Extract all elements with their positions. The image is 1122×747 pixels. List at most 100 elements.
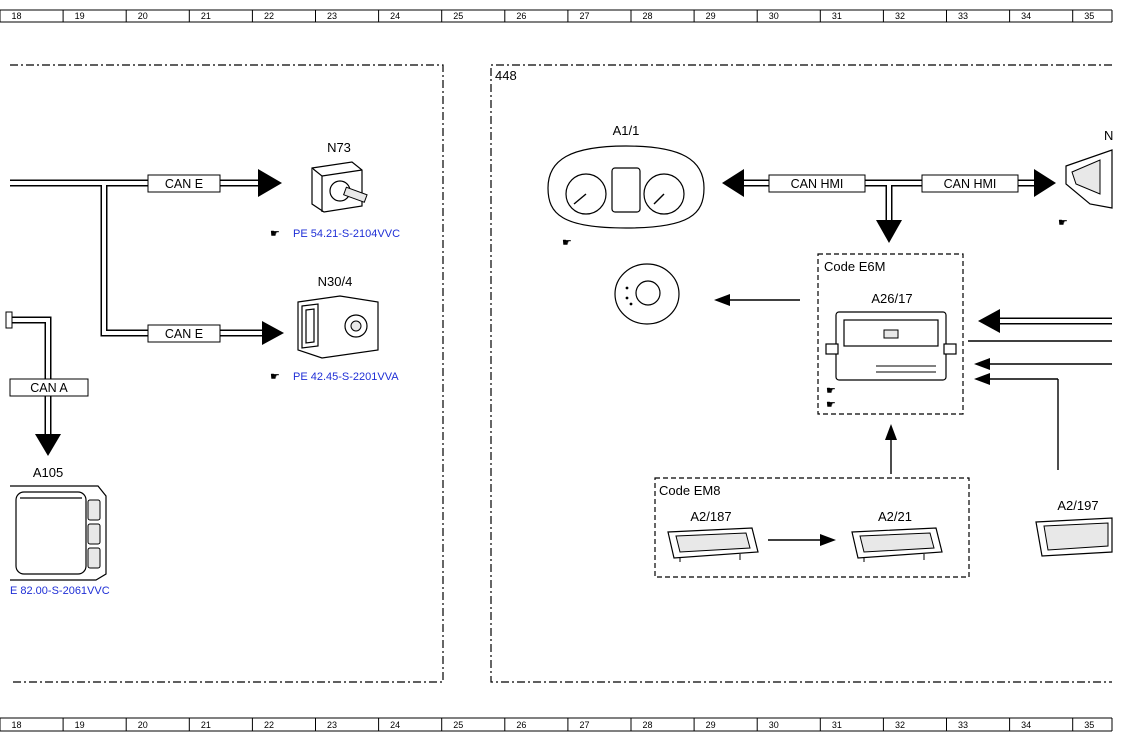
code-e6m-label: Code E6M: [824, 259, 885, 274]
can-a-bus-box: [9, 378, 89, 397]
bottom-ruler-number: 25: [453, 720, 463, 730]
can-e-label-2: CAN E: [165, 327, 203, 341]
bottom-ruler-number: 21: [201, 720, 211, 730]
a2-197-module-icon: [1035, 517, 1113, 557]
bottom-ruler-number: 24: [390, 720, 400, 730]
a105-label: A105: [33, 465, 63, 480]
n30-4-label: N30/4: [318, 274, 353, 289]
code-e6m-frame: [817, 253, 964, 415]
top-ruler-number: 24: [390, 11, 400, 21]
can-hmi-bus-box-left: [768, 174, 866, 193]
bottom-ruler-number: 33: [958, 720, 968, 730]
n30-4-module-icon: [297, 295, 379, 359]
a105-reference-link[interactable]: E 82.00-S-2061VVC: [10, 585, 110, 597]
arrow-to-n-partial: [1034, 169, 1056, 197]
can-e-bus-box-1: [147, 174, 221, 193]
top-ruler-number: 21: [201, 11, 211, 21]
bottom-ruler-number: 19: [75, 720, 85, 730]
top-ruler: 18 19 20 21 22 23 24 25 26 27 28 29 30 31 32 33 34 35: [0, 9, 1113, 23]
area-448-frame: [490, 64, 1112, 683]
bottom-ruler-number: 23: [327, 720, 337, 730]
bottom-ruler-number: 22: [264, 720, 274, 730]
bottom-ruler-number: 20: [138, 720, 148, 730]
top-ruler-number: 35: [1084, 11, 1094, 21]
a105-touchpad-icon: [10, 485, 107, 581]
top-ruler-number: 33: [958, 11, 968, 21]
n73-reference-link[interactable]: PE 54.21-S-2104VVC: [293, 228, 400, 240]
signal-line-a2-187-to-a2-21: [768, 534, 836, 546]
pointing-hand-icon: ☛: [1058, 217, 1068, 229]
bottom-ruler: 18 19 20 21 22 23 24 25 26 27 28 29 30 31 32 33 34 35: [0, 717, 1113, 732]
bottom-ruler-number: 32: [895, 720, 905, 730]
can-hmi-label-left: CAN HMI: [791, 177, 844, 191]
top-ruler-number: 32: [895, 11, 905, 21]
top-ruler-number: 31: [832, 11, 842, 21]
signal-line-to-buzzer: [714, 294, 800, 306]
incoming-lines-right: [968, 309, 1112, 470]
bottom-ruler-number: 28: [643, 720, 653, 730]
bottom-ruler-number: 29: [706, 720, 716, 730]
arrow-to-n73: [258, 169, 282, 197]
bottom-ruler-number: 30: [769, 720, 779, 730]
signal-line-em8-to-e6m: [885, 424, 897, 474]
bottom-ruler-number: 27: [579, 720, 589, 730]
a2-197-label: A2/197: [1057, 498, 1098, 513]
left-section-frame: [10, 64, 444, 683]
can-e-bus-box-2: [147, 324, 221, 343]
top-ruler-number: 29: [706, 11, 716, 21]
top-ruler-number: 25: [453, 11, 463, 21]
top-ruler-number: 19: [75, 11, 85, 21]
top-ruler-number: 22: [264, 11, 274, 21]
n73-label: N73: [327, 140, 351, 155]
area-number-label: 448: [495, 68, 517, 83]
n73-reference[interactable]: ☛ PE 54.21-S-2104VVC: [270, 228, 400, 240]
can-a-wiring: [5, 311, 61, 456]
pointing-hand-icon: ☛: [270, 228, 280, 240]
pointing-hand-icon: ☛: [826, 399, 836, 411]
top-ruler-number: 28: [643, 11, 653, 21]
pointing-hand-icon: ☛: [270, 371, 280, 383]
bottom-ruler-number: 35: [1084, 720, 1094, 730]
n30-4-reference-link[interactable]: PE 42.45-S-2201VVA: [293, 371, 399, 383]
a1-1-instrument-cluster-icon: [547, 145, 705, 229]
bottom-ruler-number: 34: [1021, 720, 1031, 730]
a1-1-reference: ☛: [562, 237, 572, 249]
arrow-to-a1-1: [722, 169, 744, 197]
pointing-hand-icon: ☛: [562, 237, 572, 249]
bottom-ruler-number: 26: [516, 720, 526, 730]
a26-17-radio-unit-icon: [825, 311, 957, 381]
a1-1-label: A1/1: [613, 123, 640, 138]
top-ruler-number: 20: [138, 11, 148, 21]
arrow-to-a26-17: [876, 220, 902, 243]
top-ruler-number: 34: [1021, 11, 1031, 21]
pointing-hand-icon: ☛: [826, 385, 836, 397]
n73-ignition-switch-icon: [311, 161, 368, 213]
can-a-label: CAN A: [30, 381, 68, 395]
can-hmi-label-right: CAN HMI: [944, 177, 997, 191]
bottom-ruler-number: 18: [12, 720, 22, 730]
bottom-ruler-number: 31: [832, 720, 842, 730]
warning-buzzer-icon: [614, 263, 680, 325]
code-em8-frame: [654, 477, 970, 578]
a2-187-module-icon: [667, 527, 759, 562]
a2-21-label: A2/21: [878, 509, 912, 524]
a2-187-label: A2/187: [690, 509, 731, 524]
n30-4-reference[interactable]: ☛ PE 42.45-S-2201VVA: [270, 371, 399, 383]
top-ruler-number: 30: [769, 11, 779, 21]
partial-control-module-icon: [1065, 149, 1113, 209]
arrow-to-n30-4: [262, 321, 284, 345]
arrow-to-a105: [35, 434, 61, 456]
top-ruler-number: 23: [327, 11, 337, 21]
a26-17-label: A26/17: [871, 291, 912, 306]
a2-21-module-icon: [851, 527, 943, 562]
code-em8-label: Code EM8: [659, 483, 720, 498]
n-partial-label: N: [1104, 128, 1113, 143]
can-e-label-1: CAN E: [165, 177, 203, 191]
can-hmi-bus-box-right: [921, 174, 1019, 193]
top-ruler-number: 27: [579, 11, 589, 21]
top-ruler-number: 26: [516, 11, 526, 21]
a105-reference[interactable]: E 82.00-S-2061VVC: [10, 585, 110, 597]
top-ruler-number: 18: [12, 11, 22, 21]
